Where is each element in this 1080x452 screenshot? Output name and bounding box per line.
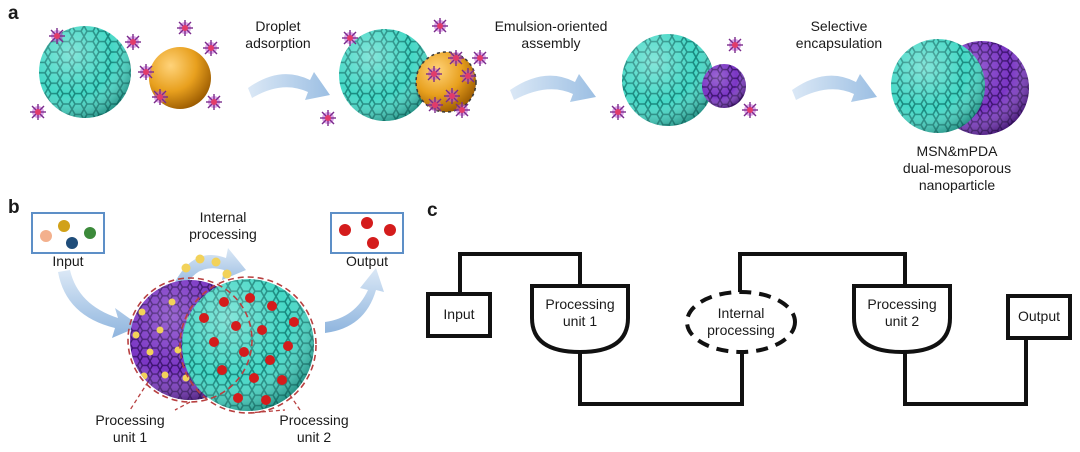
unit-2-pointer (247, 394, 301, 414)
unit-1-label-c-line1: Processing (545, 296, 615, 312)
unit-1-dashed-outline (127, 277, 253, 403)
msn-particle-2 (339, 29, 431, 121)
input-box-c (426, 292, 492, 338)
msn-particle-1 (39, 26, 131, 118)
product-label-line1: MSN&mPDA (916, 143, 998, 159)
unit-2-label-b-line2: unit 2 (296, 429, 332, 445)
input-label-c: Input (443, 306, 475, 322)
step-label-3: Selective encapsulation (784, 18, 894, 52)
unit-2-label-c-line1: Processing (867, 296, 937, 312)
processing-unit-1-gate (530, 284, 630, 355)
input-label-b: Input (52, 253, 84, 269)
step-arrow-1 (248, 72, 330, 100)
internal-label-c-line1: Internal (717, 305, 765, 321)
internal-label-b-line1: Internal (199, 209, 247, 225)
step-label-1-line1: Droplet (255, 18, 301, 34)
unit-1-label-b: Processing unit 1 (80, 412, 180, 446)
panel-c-letter: c (427, 200, 438, 221)
output-arrow-b (325, 268, 384, 333)
unit-2-label-b: Processing unit 2 (264, 412, 364, 446)
output-label-c: Output (1017, 308, 1061, 324)
step-arrow-2 (510, 74, 596, 102)
msn-particle-3 (622, 34, 714, 126)
connector-top-left (458, 252, 582, 292)
step-label-3-line2: encapsulation (795, 35, 883, 51)
unit-1-pointer (129, 381, 191, 411)
step-arrow-3 (792, 74, 877, 102)
unit-1-label-c-line2: unit 1 (562, 313, 598, 329)
unit-2-label-b-line1: Processing (279, 412, 349, 428)
step-label-2-line2: assembly (521, 35, 581, 51)
input-arrow-b (58, 270, 140, 338)
unit-2-label-c: Processing unit 2 (854, 296, 950, 330)
step-label-1: Droplet adsorption (228, 18, 328, 52)
internal-label-c: Internal processing (692, 305, 790, 339)
panel-a-letter: a (8, 3, 19, 24)
processing-unit-2-gate (852, 284, 952, 355)
step-label-3-line1: Selective (810, 18, 868, 34)
processing-unit-2-sphere (182, 279, 314, 411)
connector-bottom-right (903, 338, 1028, 406)
output-box-b (330, 212, 404, 254)
panel-a (29, 17, 1029, 135)
output-label-b: Output (345, 253, 389, 269)
unit-1-label-b-line2: unit 1 (112, 429, 148, 445)
panel-b-letter: b (8, 197, 20, 218)
product-label-line2: dual-mesoporous (902, 160, 1012, 176)
panel-b (31, 212, 404, 414)
unit-2-dashed-outline (179, 276, 317, 414)
output-dots (339, 217, 396, 249)
input-box-b (31, 212, 105, 254)
dual-mesoporous-nanoparticle (891, 39, 1029, 135)
internal-dots (181, 254, 232, 279)
output-box-c (1006, 294, 1072, 340)
internal-label-b: Internal processing (178, 209, 268, 243)
connector-top-right (738, 252, 907, 294)
mpda-shell-3 (702, 64, 746, 108)
connector-bottom-middle (578, 350, 744, 406)
unit-1-label-c: Processing unit 1 (532, 296, 628, 330)
internal-arrow-b (172, 248, 246, 290)
internal-label-b-line2: processing (189, 226, 257, 242)
internal-processing-ellipse (685, 290, 797, 354)
product-label-line3: nanoparticle (918, 177, 996, 193)
unit-1-label-b-line1: Processing (95, 412, 165, 428)
panel-c (426, 252, 1072, 406)
input-dots (40, 220, 96, 249)
product-label: MSN&mPDA dual-mesoporous nanoparticle (892, 143, 1022, 194)
unit-2-label-c-line2: unit 2 (884, 313, 920, 329)
step-label-2-line1: Emulsion-oriented (494, 18, 608, 34)
internal-label-c-line2: processing (707, 322, 775, 338)
oil-droplet-2 (415, 51, 477, 113)
step-label-2: Emulsion-oriented assembly (478, 18, 624, 52)
step-label-1-line2: adsorption (245, 35, 311, 51)
